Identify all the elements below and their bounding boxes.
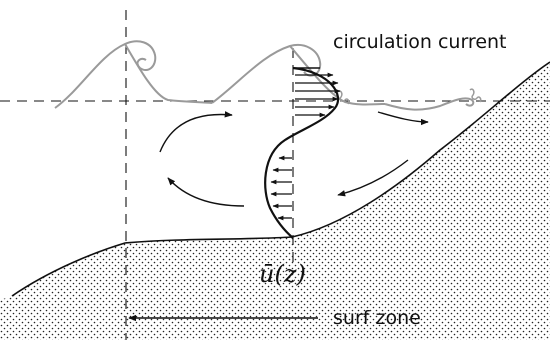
sand-region (0, 62, 550, 340)
circulation-current-label: circulation current (333, 33, 507, 52)
circulation-arrow-upper-right (378, 112, 428, 122)
velocity-label: ū(z) (259, 262, 306, 286)
circulation-arrow-lower-left (168, 178, 244, 206)
surf-zone-label: surf zone (333, 309, 421, 328)
circulation-arrow-upper-left (160, 114, 232, 152)
velocity-profile (265, 68, 338, 238)
undertow-velocity-arrows (271, 158, 292, 218)
